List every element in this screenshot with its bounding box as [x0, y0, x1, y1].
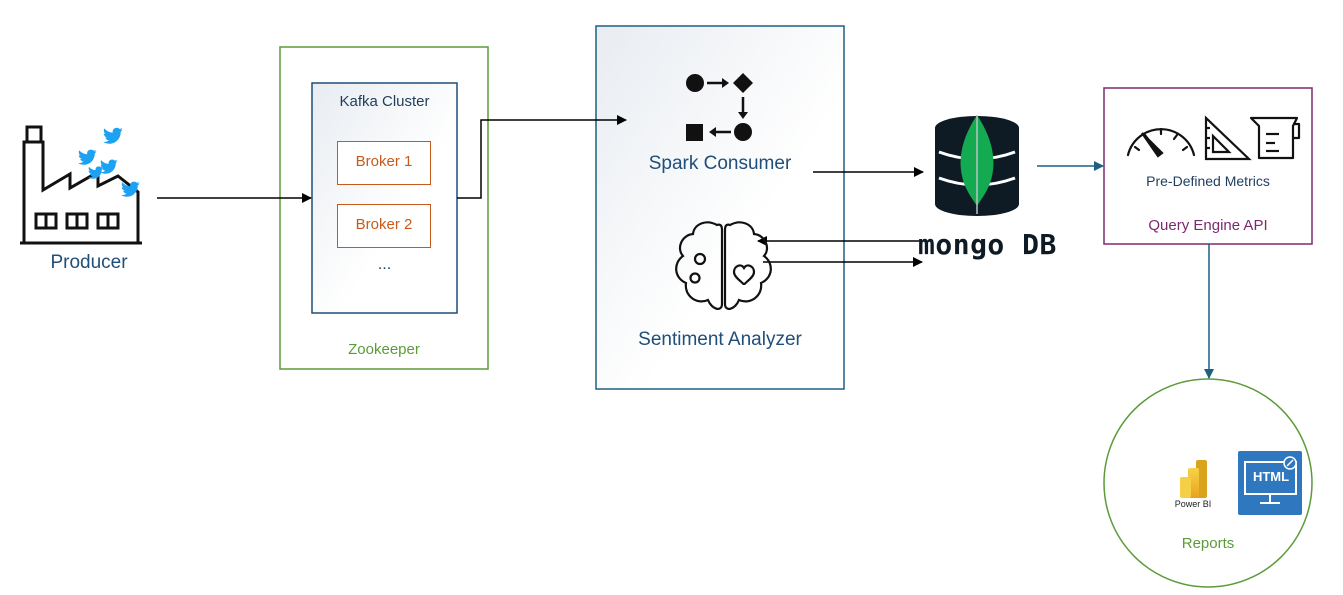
- mongodb-logo-text: mongo DB: [918, 228, 1057, 261]
- html-icon-text: HTML: [1252, 469, 1290, 484]
- measuring-cup-icon: [1249, 116, 1301, 160]
- arrow-kafka-to-spark: [457, 115, 627, 199]
- producer-label: Producer: [50, 252, 128, 273]
- html-icon: [1238, 451, 1302, 515]
- query-engine-api-label: Query Engine API: [1148, 217, 1268, 234]
- set-square-icon: [1204, 115, 1252, 161]
- sentiment-analyzer-label: Sentiment Analyzer: [638, 329, 802, 350]
- workflow-icon: [686, 73, 753, 141]
- spark-consumer-label: Spark Consumer: [648, 153, 792, 174]
- kafka-cluster-title: Kafka Cluster: [339, 93, 430, 110]
- broker-1: Broker 1: [337, 141, 431, 185]
- kafka-cluster-box: [311, 82, 458, 314]
- factory-icon: [20, 125, 142, 245]
- power-bi-icon: [1155, 444, 1231, 516]
- zookeeper-label: Zookeeper: [348, 341, 420, 358]
- spark-box: [595, 25, 845, 390]
- query-engine-box: [1103, 87, 1313, 245]
- broker-2: Broker 2: [337, 204, 431, 248]
- kafka-more-ellipsis: ...: [377, 256, 392, 273]
- twitter-bird-icons: [78, 127, 140, 197]
- mongodb-icon: [935, 115, 1019, 216]
- brain-icon: [675, 221, 772, 310]
- reports-label: Reports: [1181, 535, 1235, 552]
- power-bi-label: Power BI: [1174, 499, 1212, 509]
- pre-defined-metrics-label: Pre-Defined Metrics: [1146, 173, 1270, 189]
- gauge-icon: [1126, 127, 1196, 158]
